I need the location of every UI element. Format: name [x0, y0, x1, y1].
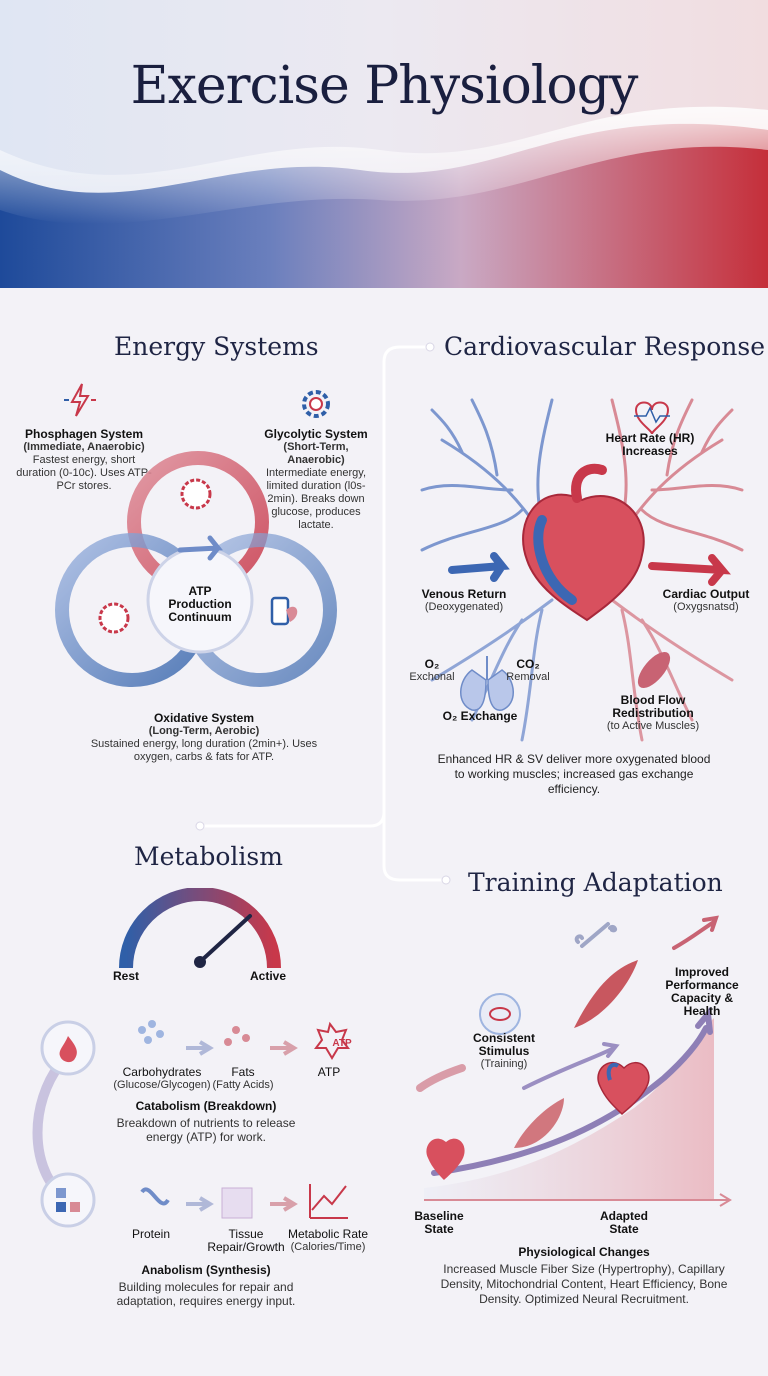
metabolic-rate-label: Metabolic Rate (Calories/Time): [284, 1228, 372, 1254]
improved-label: Improved Performance Capacity & Health: [665, 965, 739, 1018]
metabolism-title: Metabolism: [134, 842, 283, 871]
phosphagen-desc: Fastest energy, short duration (0-10c). …: [16, 454, 152, 492]
metabolism-flow-diagram: [32, 1020, 350, 1228]
atp-continuum-label: ATP Production Continuum: [168, 584, 232, 624]
catabolism-block: Catabolism (Breakdown) Breakdown of nutr…: [106, 1099, 306, 1145]
cardiac-output-text: Cardiac Output: [662, 587, 750, 601]
fats-sub: (Fatty Acids): [212, 1079, 274, 1091]
fats-text: Fats: [231, 1065, 255, 1079]
glycolytic-block: Glycolytic System (Short-Term, Anaerobic…: [254, 428, 378, 532]
oxidative-block: Oxidative System (Long-Term, Aerobic) Su…: [84, 712, 324, 764]
changes-title: Physiological Changes: [518, 1245, 650, 1259]
anabolism-desc: Building molecules for repair and adapta…: [116, 1280, 296, 1308]
o2-exchange-label: O₂ Exchange: [442, 709, 518, 723]
heart-rate-label: Heart Rate (HR) Increases: [600, 432, 700, 458]
energy-cycle-diagram: [55, 451, 337, 687]
hero-wave: [0, 0, 768, 288]
venous-return-sub: (Deoxygenated): [424, 601, 504, 613]
blood-flow-label: Blood Flow Redistribution (to Active Mus…: [594, 694, 712, 733]
anabolism-title: Anabolism (Synthesis): [141, 1263, 271, 1277]
cardio-summary: Enhanced HR & SV deliver more oxygenated…: [437, 752, 711, 796]
carbs-sub: (Glucose/Glycogen): [113, 1079, 211, 1091]
gauge-active-label: Active: [249, 969, 287, 983]
phosphagen-block: Phosphagen System (Immediate, Anaerobic)…: [14, 428, 154, 493]
adapted-label: Adapted State: [600, 1209, 648, 1236]
metabolic-rate-text: Metabolic Rate: [287, 1227, 369, 1241]
heart-vessels-illustration: [420, 398, 744, 742]
cardiac-output-label: Cardiac Output (Oxygsnatsd): [648, 588, 764, 614]
gear-icon: [302, 390, 330, 418]
co2-sub: Removal: [506, 671, 550, 683]
oxidative-desc: Sustained energy, long duration (2min+).…: [90, 738, 318, 763]
lightning-icon: [64, 383, 96, 417]
co2-text: CO₂: [516, 657, 540, 671]
gauge-rest-label: Rest: [112, 969, 139, 983]
tissue-label: Tissue Repair/Growth: [207, 1227, 285, 1254]
blood-flow-sub: (to Active Muscles): [606, 720, 700, 732]
protein-label: Protein: [131, 1227, 171, 1241]
changes-block: Physiological Changes Increased Muscle F…: [434, 1246, 734, 1307]
stimulus-text: Consistent Stimulus: [472, 1031, 535, 1058]
cardiac-output-sub: (Oxygsnatsd): [673, 601, 739, 613]
co2-label: CO₂ Removal: [500, 658, 556, 684]
energy-systems-title: Energy Systems: [114, 332, 319, 361]
venous-return-text: Venous Return: [421, 587, 507, 601]
catabolism-title: Catabolism (Breakdown): [135, 1099, 277, 1113]
oxidative-sub: (Long-Term, Aerobic): [148, 725, 260, 737]
catabolism-desc: Breakdown of nutrients to release energy…: [116, 1116, 296, 1144]
glycolytic-name: Glycolytic System: [264, 427, 368, 441]
baseline-label: Baseline State: [414, 1209, 464, 1236]
changes-desc: Increased Muscle Fiber Size (Hypertrophy…: [440, 1262, 728, 1306]
oxidative-name: Oxidative System: [153, 711, 255, 725]
hero-banner: [0, 0, 768, 288]
venous-return-label: Venous Return (Deoxygenated): [404, 588, 524, 614]
glycolytic-desc: Intermediate energy, limited duration (l…: [265, 467, 367, 531]
o2-text: O₂: [424, 657, 440, 671]
glycolytic-sub: (Short-Term, Anaerobic): [283, 441, 349, 466]
phosphagen-name: Phosphagen System: [24, 427, 144, 441]
stimulus-label: Consistent Stimulus (Training): [464, 1032, 544, 1071]
blood-flow-text: Blood Flow Redistribution: [612, 693, 694, 720]
o2-sub: Exchonal: [409, 671, 455, 683]
training-adaptation-chart: [416, 915, 732, 1207]
heart-rate-text: Heart Rate (HR) Increases: [605, 431, 695, 458]
atp-badge: ATP: [332, 1038, 352, 1049]
atp-label: ATP: [317, 1065, 341, 1079]
stimulus-sub: (Training): [480, 1058, 528, 1070]
metabolic-rate-sub: (Calories/Time): [290, 1241, 366, 1253]
phosphagen-sub: (Immediate, Anaerobic): [23, 441, 145, 453]
carbs-label: Carbohydrates (Glucose/Glycogen): [106, 1066, 218, 1092]
cardio-title: Cardiovascular Response: [444, 332, 766, 361]
fats-label: Fats (Fatty Acids): [208, 1066, 278, 1092]
metabolic-gauge: [119, 888, 281, 969]
training-title: Training Adaptation: [468, 868, 723, 897]
carbs-text: Carbohydrates: [122, 1065, 202, 1079]
o2-label: O₂ Exchonal: [404, 658, 460, 684]
anabolism-block: Anabolism (Synthesis) Building molecules…: [106, 1263, 306, 1309]
page-title: Exercise Physiology: [130, 56, 639, 116]
